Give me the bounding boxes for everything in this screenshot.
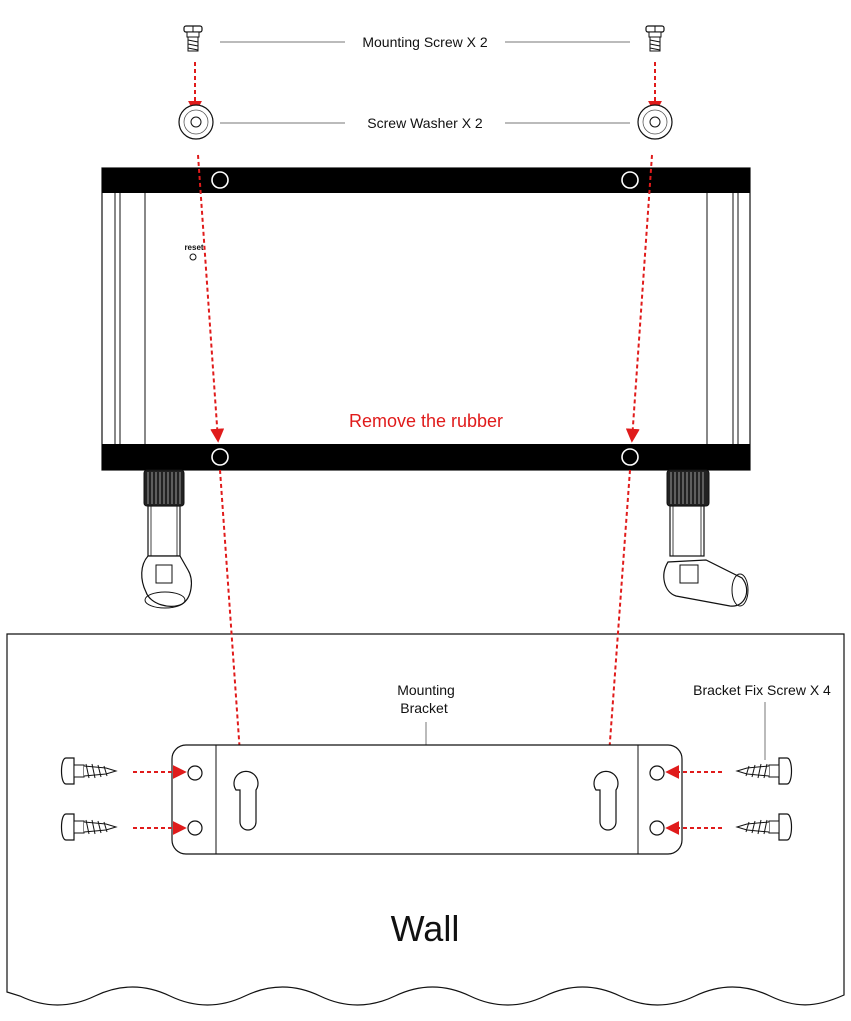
screw-washer-icon bbox=[179, 105, 213, 139]
remove-rubber-label: Remove the rubber bbox=[349, 411, 503, 431]
mounting-screw-icon bbox=[646, 26, 664, 51]
antenna-right-icon bbox=[664, 470, 748, 606]
mounting-bracket-icon bbox=[172, 745, 682, 854]
bracket-fix-screw-label: Bracket Fix Screw X 4 bbox=[693, 682, 831, 698]
mounting-bracket-label: Mounting bbox=[397, 682, 455, 698]
bottom-rubber-band bbox=[102, 444, 750, 470]
wall-label: Wall bbox=[391, 908, 460, 949]
mounting-bracket-label: Bracket bbox=[400, 700, 448, 716]
screw-washer-label: Screw Washer X 2 bbox=[367, 115, 483, 131]
mounting-screw-label: Mounting Screw X 2 bbox=[362, 34, 487, 50]
antenna-left-icon bbox=[142, 470, 192, 608]
screw-washer-icon bbox=[638, 105, 672, 139]
reset-label: reset bbox=[184, 243, 203, 252]
mounting-screw-icon bbox=[184, 26, 202, 51]
reset-button-icon bbox=[190, 254, 196, 260]
